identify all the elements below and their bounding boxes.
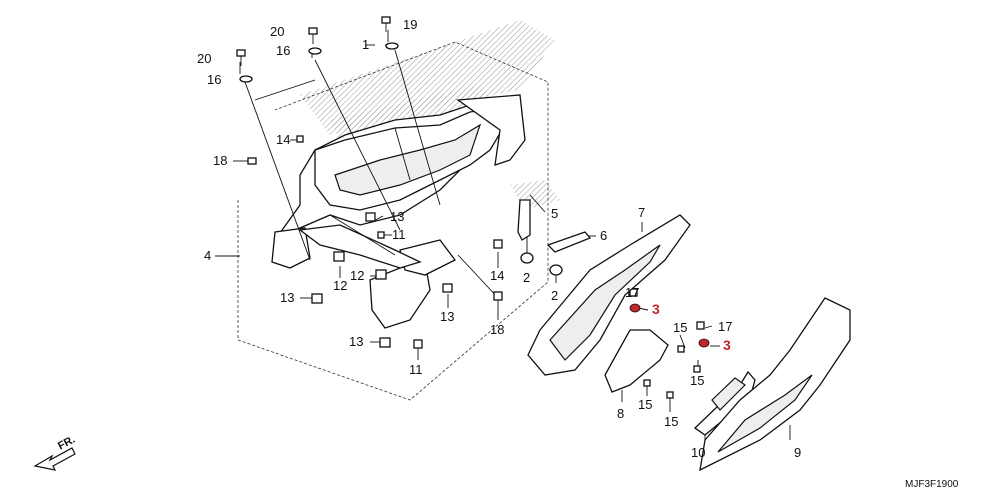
bolt-11b [413, 339, 423, 349]
screw-15a [677, 345, 685, 353]
leader-lines [215, 30, 791, 440]
callout-17: 17 [625, 285, 639, 300]
callout-13: 13 [390, 209, 404, 224]
callout-7: 7 [638, 205, 645, 220]
callout-11: 11 [409, 362, 423, 377]
callout-17: 17 [718, 319, 732, 334]
callout-15: 15 [673, 320, 687, 335]
callout-13: 13 [440, 309, 454, 324]
nut-3b [698, 338, 710, 348]
callout-18: 18 [213, 153, 227, 168]
side-cover-9 [699, 297, 851, 472]
assembly-outline [237, 41, 549, 401]
side-cover-7 [527, 214, 691, 376]
bolt-18b [493, 291, 503, 301]
bracket-6 [546, 231, 592, 253]
nut-13d [379, 337, 391, 348]
bracket-5 [517, 199, 531, 241]
bolt-20b [236, 49, 246, 66]
nut-13a [365, 212, 376, 222]
callout-20: 20 [270, 24, 284, 39]
callout-11: 11 [392, 227, 406, 242]
seat-hatch-area [300, 20, 555, 135]
callout-13: 13 [280, 290, 294, 305]
bolt-11a [377, 231, 385, 239]
grab-rail-10 [693, 370, 756, 436]
callout-2: 2 [523, 270, 530, 285]
callout-9: 9 [794, 445, 801, 460]
washer-16b [239, 75, 253, 83]
grommet-2b [549, 264, 563, 276]
bolt-18a [247, 157, 257, 165]
callout-18: 18 [490, 322, 504, 337]
callout-12: 12 [333, 278, 347, 293]
washer-1 [385, 42, 399, 50]
callout-12: 12 [350, 268, 364, 283]
callout-1: 1 [362, 37, 369, 52]
callout-13: 13 [349, 334, 363, 349]
callout-8: 8 [617, 406, 624, 421]
callout-20: 20 [197, 51, 211, 66]
nut-13b [311, 293, 323, 304]
callout-10: 10 [691, 445, 705, 460]
grommet-2a [520, 252, 534, 264]
callout-3: 3 [723, 337, 731, 353]
grommet-12b [375, 269, 387, 280]
callout-15: 15 [664, 414, 678, 429]
screw-15b [693, 365, 701, 373]
callout-19: 19 [403, 17, 417, 32]
callout-2: 2 [551, 288, 558, 303]
screw-15d [666, 391, 674, 399]
callout-5: 5 [551, 206, 558, 221]
callout-3: 3 [652, 301, 660, 317]
bolt-19 [381, 16, 391, 32]
grommet-12a [333, 251, 345, 262]
rear-frame [271, 94, 526, 329]
nut-13c [442, 283, 453, 293]
nut-17b [696, 321, 705, 330]
callout-14: 14 [276, 132, 290, 147]
callout-15: 15 [638, 397, 652, 412]
side-cover-8 [604, 329, 669, 393]
callout-14: 14 [490, 268, 504, 283]
callout-15: 15 [690, 373, 704, 388]
diagram-code: MJF3F1900 [905, 479, 959, 490]
callout-4: 4 [204, 248, 211, 263]
callout-16: 16 [276, 43, 290, 58]
callout-16: 16 [207, 72, 221, 87]
callout-6: 6 [600, 228, 607, 243]
hardware [236, 16, 710, 399]
clip-14b [493, 239, 503, 249]
nut-17a [629, 288, 638, 297]
front-direction-arrow [33, 447, 76, 471]
bolt-20a [308, 27, 318, 44]
screw-15c [643, 379, 651, 387]
washer-16a [308, 47, 322, 55]
front-direction-label: FR. [56, 434, 77, 453]
clip-14a [296, 135, 304, 143]
nut-3a [629, 303, 641, 313]
